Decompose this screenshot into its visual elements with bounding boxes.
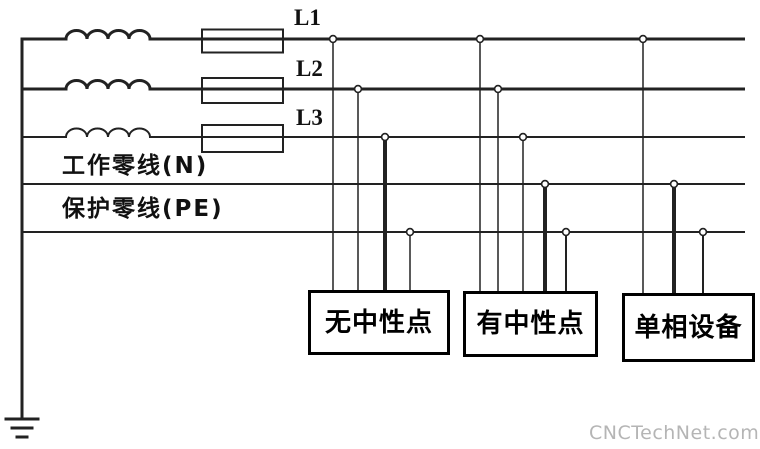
phase-l2-line <box>22 79 745 91</box>
phase-l1-line <box>22 29 745 41</box>
phase-l3-line <box>22 127 745 138</box>
junction-node-icon <box>669 179 679 189</box>
device-box-no-neutral: 无中性点 <box>308 290 450 355</box>
l1-fuse-icon <box>201 28 284 54</box>
junction-nodes <box>328 34 708 237</box>
junction-node-icon <box>475 34 485 44</box>
device-box-no-neutral-label: 无中性点 <box>324 307 433 338</box>
l2-fuse-icon <box>201 77 284 104</box>
neutral-line-label: 工作零线(N) <box>62 153 209 179</box>
l3-fuse-icon <box>201 124 284 153</box>
junction-node-icon <box>518 132 528 142</box>
junction-node-icon <box>328 34 338 44</box>
junction-node-icon <box>638 34 648 44</box>
junction-node-icon <box>493 84 503 94</box>
phase-l1-label: L1 <box>294 5 321 30</box>
junction-node-icon <box>353 84 363 94</box>
junction-node-icon <box>698 227 708 237</box>
phase-l2-label: L2 <box>296 56 323 81</box>
junction-node-icon <box>380 132 390 142</box>
earth-ground-icon <box>4 417 40 439</box>
device-box-single-phase-label: 单相设备 <box>634 312 743 343</box>
device-box-with-neutral: 有中性点 <box>463 291 598 357</box>
junction-node-icon <box>561 227 571 237</box>
device-box-single-phase: 单相设备 <box>622 293 755 362</box>
pe-line-label: 保护零线(PE) <box>62 196 224 222</box>
junction-node-icon <box>405 227 415 237</box>
device-box-with-neutral-label: 有中性点 <box>476 309 585 339</box>
phase-l3-label: L3 <box>296 105 323 130</box>
watermark-text: CNCTechNet.com <box>589 422 760 444</box>
junction-node-icon <box>540 179 550 189</box>
